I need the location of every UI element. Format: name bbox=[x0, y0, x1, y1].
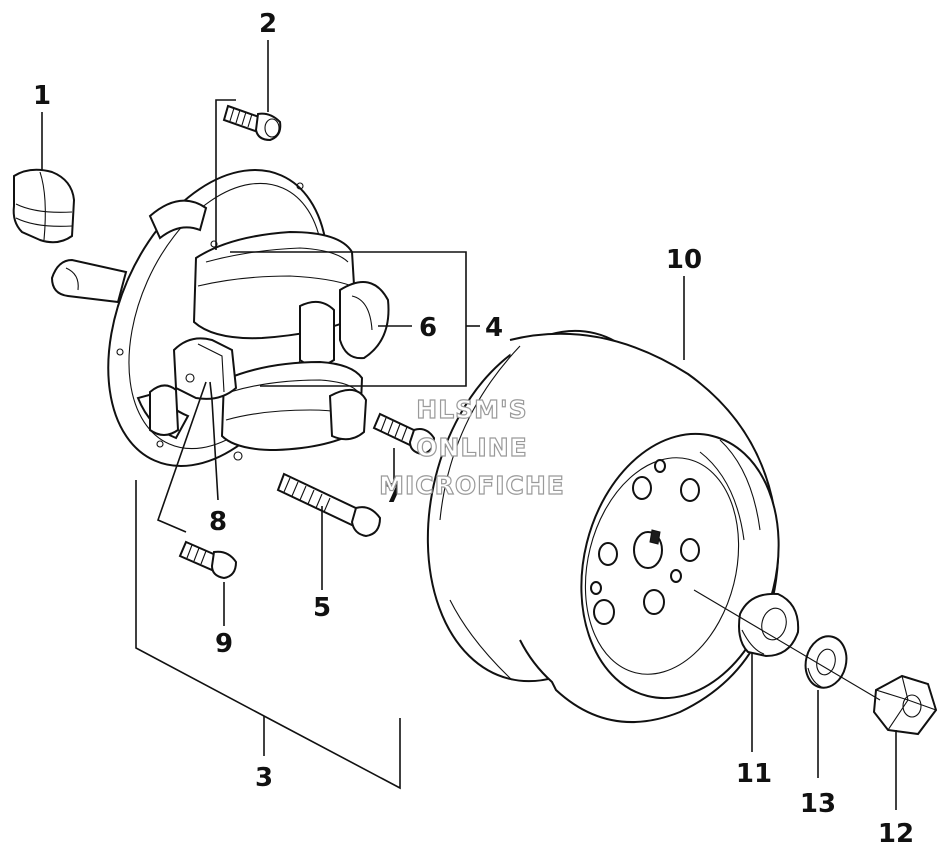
leader-lines bbox=[41, 40, 897, 810]
callout-6: 6 bbox=[419, 313, 437, 343]
callout-1: 1 bbox=[33, 81, 51, 111]
stator-coil-lower bbox=[220, 360, 368, 461]
part-5-bolt bbox=[276, 472, 382, 538]
watermark: HLSM'S ONLINE MICROFICHE bbox=[379, 394, 565, 500]
rotor-hub bbox=[633, 529, 663, 569]
callout-5: 5 bbox=[313, 593, 331, 623]
watermark-line-3: MICROFICHE bbox=[379, 471, 565, 500]
callout-8: 8 bbox=[209, 507, 227, 537]
callouts: 1 2 3 4 5 6 7 8 9 10 11 12 13 bbox=[33, 9, 914, 849]
callout-10: 10 bbox=[666, 245, 702, 275]
stator-coil-upper bbox=[192, 230, 390, 367]
rotor-holes bbox=[590, 459, 700, 625]
part-13-washer bbox=[804, 635, 848, 689]
callout-9: 9 bbox=[215, 629, 233, 659]
watermark-line-2: ONLINE bbox=[416, 433, 527, 462]
part-7-screw bbox=[372, 412, 436, 456]
callout-13: 13 bbox=[800, 789, 836, 819]
callout-11: 11 bbox=[736, 759, 772, 789]
part-10-flywheel bbox=[426, 329, 780, 723]
callout-7: 7 bbox=[385, 479, 403, 509]
callout-4: 4 bbox=[485, 313, 503, 343]
callout-2: 2 bbox=[259, 9, 277, 39]
part-9-screw bbox=[178, 540, 238, 580]
callout-12: 12 bbox=[878, 819, 914, 849]
crankshaft-stub bbox=[50, 258, 128, 304]
callout-3: 3 bbox=[255, 763, 273, 793]
part-8-pulser bbox=[149, 337, 238, 436]
watermark-line-1: HLSM'S bbox=[416, 395, 527, 424]
part-12-nut bbox=[872, 674, 938, 736]
part-2-screw bbox=[222, 104, 282, 142]
part-1-grommet bbox=[12, 168, 76, 244]
part-11-spacer bbox=[738, 592, 800, 658]
